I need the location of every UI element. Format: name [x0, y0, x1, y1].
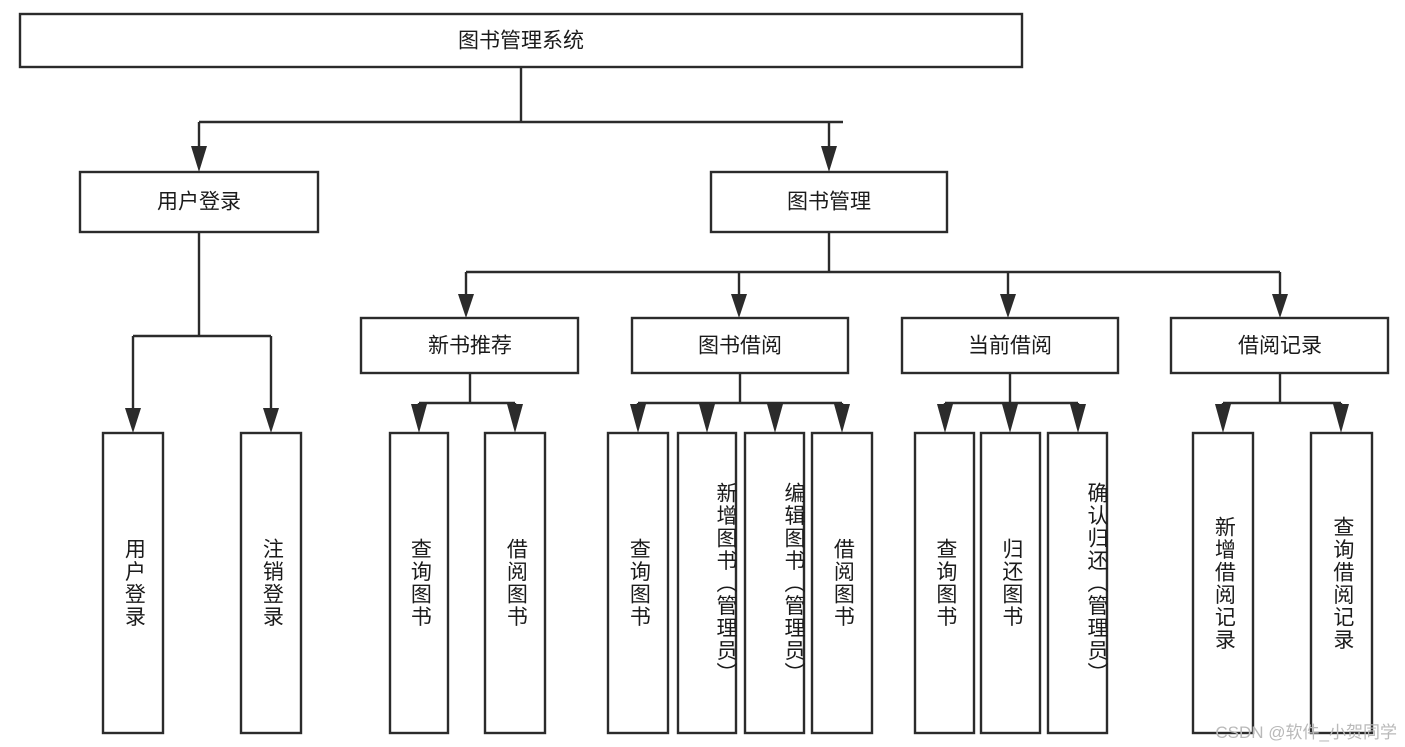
node-book-borrow[interactable]: 图书借阅 [630, 316, 850, 375]
node-leaf-query-book-3-rect[interactable] [913, 431, 976, 735]
node-current-borrow[interactable]: 当前借阅 [900, 316, 1120, 375]
node-user-login-rect[interactable] [78, 170, 320, 234]
node-book-manage-label: 图书管理 [787, 191, 871, 214]
node-user-login-label: 用户登录 [157, 191, 241, 214]
node-leaf-borrow-book-2-rect[interactable] [810, 431, 874, 735]
node-leaf-query-book-2-rect[interactable] [606, 431, 670, 735]
arrowhead-leaf-query-book-3 [937, 404, 953, 433]
edge-group-new-book-rec [411, 373, 523, 433]
arrowhead-leaf-query-record [1333, 404, 1349, 433]
arrowhead-leaf-user-login [125, 408, 141, 433]
arrowhead-leaf-confirm-return [1070, 404, 1086, 433]
arrowhead-leaf-query-book-1 [411, 404, 427, 433]
node-root-label: 图书管理系统 [458, 30, 584, 53]
csdn-watermark: CSDN @软件_小贺同学 [1215, 723, 1397, 742]
arrowhead-current-borrow [1000, 294, 1016, 318]
node-leaf-add-record-rect[interactable] [1191, 431, 1255, 735]
node-root[interactable]: 图书管理系统 [18, 12, 1024, 69]
node-leaf-query-book-1-rect[interactable] [388, 431, 450, 735]
node-current-borrow-label: 当前借阅 [968, 335, 1052, 358]
node-new-book-rec-rect[interactable] [359, 316, 580, 375]
node-new-book-rec-label: 新书推荐 [428, 335, 512, 358]
node-leaf-query-record-rect[interactable] [1309, 431, 1374, 735]
node-leaf-add-book-rect[interactable] [676, 431, 738, 735]
node-book-borrow-label: 图书借阅 [698, 335, 782, 358]
node-new-book-rec[interactable]: 新书推荐 [359, 316, 580, 375]
node-leaf-edit-book-rect[interactable] [743, 431, 806, 735]
node-leaf-confirm-return-rect[interactable] [1046, 431, 1109, 735]
arrowhead-leaf-edit-book [767, 404, 783, 433]
node-leaf-borrow-book-1-rect[interactable] [483, 431, 547, 735]
arrowhead-book-borrow [731, 294, 747, 318]
edge-group-user-login [125, 232, 279, 433]
arrowhead-leaf-logout [263, 408, 279, 433]
node-leaf-logout-rect[interactable] [239, 431, 303, 735]
arrowhead-leaf-add-book [699, 404, 715, 433]
node-borrow-record[interactable]: 借阅记录 [1169, 316, 1390, 375]
node-book-manage-rect[interactable] [709, 170, 949, 234]
arrowhead-book-manage [821, 146, 837, 172]
node-root-rect[interactable] [18, 12, 1024, 69]
node-book-manage[interactable]: 图书管理 [709, 170, 949, 234]
edge-group-borrow-record [1215, 373, 1349, 433]
arrowhead-new-book-rec [458, 294, 474, 318]
arrowhead-borrow-record [1272, 294, 1288, 318]
node-leaf-return-book-rect[interactable] [979, 431, 1042, 735]
node-borrow-record-label: 借阅记录 [1238, 335, 1322, 358]
arrowhead-leaf-borrow-book-2 [834, 404, 850, 433]
node-user-login[interactable]: 用户登录 [78, 170, 320, 234]
edge-group-book-manage [458, 232, 1288, 318]
arrowhead-user-login [191, 146, 207, 172]
edge-group-current-borrow [937, 373, 1086, 433]
arrowhead-leaf-borrow-book-1 [507, 404, 523, 433]
edge-group-book-borrow [630, 373, 850, 433]
edge-group-root [191, 67, 843, 172]
arrowhead-leaf-return-book [1002, 404, 1018, 433]
arrowhead-leaf-query-book-2 [630, 404, 646, 433]
arrowhead-leaf-add-record [1215, 404, 1231, 433]
node-leaf-user-login-rect[interactable] [101, 431, 165, 735]
node-book-borrow-rect[interactable] [630, 316, 850, 375]
leaf-rects [101, 431, 1374, 735]
node-current-borrow-rect[interactable] [900, 316, 1120, 375]
node-borrow-record-rect[interactable] [1169, 316, 1390, 375]
